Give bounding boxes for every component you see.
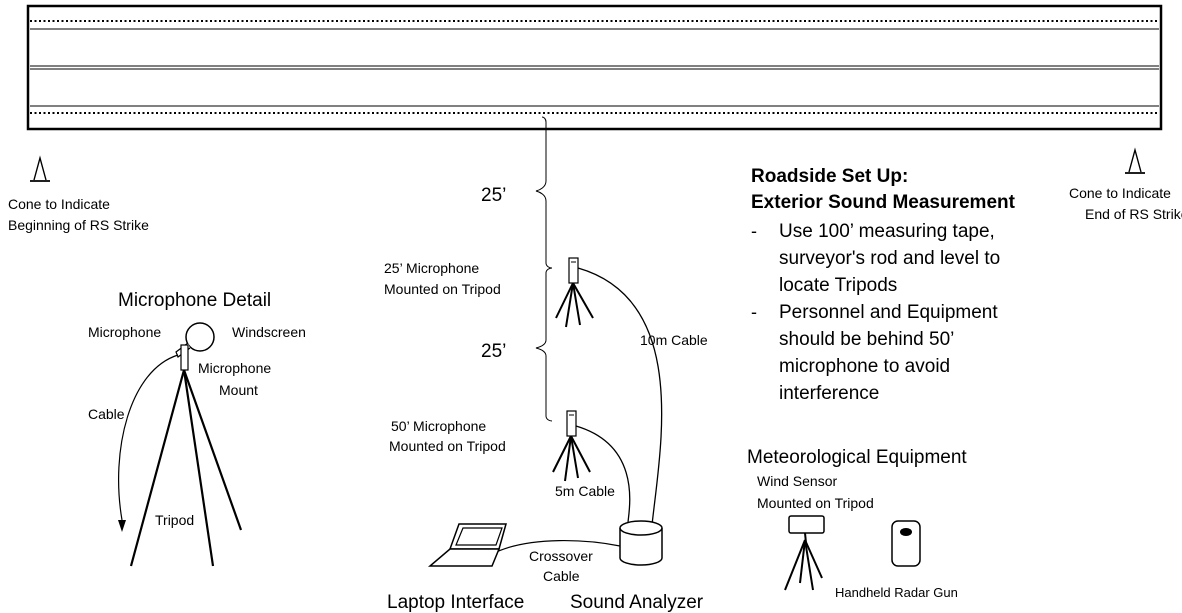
cable-10m [577,267,663,526]
sound-analyzer: Sound Analyzer [570,520,704,613]
bullet-2-dash: - [751,302,757,322]
sound-analyzer-icon [619,520,663,536]
cone-left: Cone to Indicate Beginning of RS Strike [8,155,149,233]
cable-5m-label: 5m Cable [555,483,615,499]
cables: 10m Cable 5m Cable Crossover Cable [491,267,708,584]
cable-line [118,354,179,521]
tripod-leg [784,539,806,591]
bullet-1-line-1: Use 100’ measuring tape, [779,221,995,242]
tripod-leg [564,435,572,482]
distance-braces: 25’ 25’ [481,116,553,422]
tripod-leg [799,539,806,584]
detail-mount-label-2: Mount [219,382,258,398]
crossover-label-1: Crossover [529,548,593,564]
bullet-2-line-2: should be behind 50’ [779,329,954,350]
bullet-1-dash: - [751,221,757,241]
cone-icon [1128,147,1142,173]
tripod-leg [129,369,186,567]
radar-gun-label: Handheld Radar Gun [835,585,958,600]
tripod-leg [555,282,574,319]
radar-gun-icon [891,520,921,567]
road [26,4,1163,131]
cable-5m [575,425,631,523]
wind-sensor-icon [788,515,825,534]
detail-microphone-label: Microphone [88,324,161,340]
microphone-detail: Microphone Detail Microphone Windscreen … [88,290,306,567]
tripod-leg [804,539,823,579]
met-title: Meteorological Equipment [747,447,967,468]
cone-right-label-2: End of RS Strike [1085,206,1182,222]
laptop-keyboard [427,548,501,567]
detail-mount-label-1: Microphone [198,360,271,376]
setup-title-2: Exterior Sound Measurement [751,192,1016,213]
brace-upper [535,116,553,269]
setup-notes: Roadside Set Up: Exterior Sound Measurem… [751,166,1016,404]
tripod-leg [570,435,579,479]
mic50-label-1: 50’ Microphone [391,418,486,434]
bullet-2-line-1: Personnel and Equipment [779,302,998,323]
distance-25-upper: 25’ [481,185,506,206]
bullet-2-line-3: microphone to avoid [779,356,950,377]
detail-windscreen-label: Windscreen [232,324,306,340]
laptop: Laptop Interface [387,523,524,613]
wind-sensor-label-1: Wind Sensor [757,473,837,489]
mic25-label-1: 25’ Microphone [384,260,479,276]
distance-25-lower: 25’ [481,341,506,362]
tripod-leg [182,369,215,567]
mic50-label-2: Mounted on Tripod [389,438,506,454]
tripod-leg [572,282,581,326]
microphone-25ft: 25’ Microphone Mounted on Tripod [384,257,594,328]
tripod-leg [804,539,814,591]
detail-title: Microphone Detail [118,290,271,311]
bullet-1-line-3: locate Tripods [779,275,897,296]
tripod-leg [565,282,574,328]
meteorological-equipment: Meteorological Equipment Wind Sensor Mou… [747,447,967,600]
tripod-leg [182,369,243,531]
crossover-label-2: Cable [543,568,580,584]
bullet-1-line-2: surveyor's rod and level to [779,248,1000,269]
tripod-leg [572,282,594,319]
cable-10m-label: 10m Cable [640,332,708,348]
cone-left-label-2: Beginning of RS Strike [8,217,149,233]
detail-tripod-label: Tripod [155,512,194,528]
cone-right-label-1: Cone to Indicate [1069,185,1171,201]
tripod-leg [570,435,591,473]
cable-arrowhead-icon [118,520,126,532]
windscreen-icon [185,322,215,352]
wind-sensor-label-2: Mounted on Tripod [757,495,874,511]
mic25-label-2: Mounted on Tripod [384,281,501,297]
cone-left-label-1: Cone to Indicate [8,196,110,212]
bullet-2-line-4: interference [779,383,879,404]
laptop-label: Laptop Interface [387,592,524,613]
crossover-cable [491,540,621,555]
detail-cable-label: Cable [88,406,125,422]
brace-lower [535,267,553,422]
setup-title-1: Roadside Set Up: [751,166,908,187]
cone-icon [33,155,47,181]
microphone-50ft: 50’ Microphone Mounted on Tripod [389,410,591,482]
cone-right: Cone to Indicate End of RS Strike [1069,147,1182,222]
microphone-mount-icon [180,344,189,371]
road-outline [26,4,1163,131]
sound-analyzer-label: Sound Analyzer [570,592,704,613]
tripod-leg [552,435,572,473]
